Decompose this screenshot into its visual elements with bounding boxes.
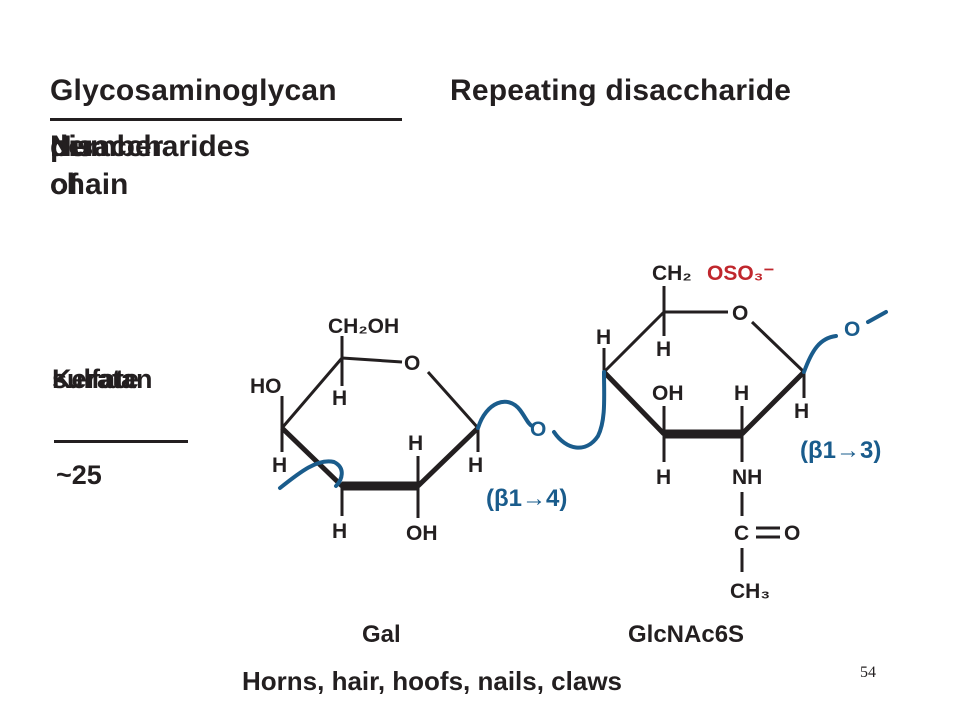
bridge-oxygen: O <box>530 418 546 441</box>
subhead-line: Number of <box>50 130 164 201</box>
glcnac-ring-oxygen: O <box>732 302 748 325</box>
entry-name-line: Keratan <box>52 364 153 394</box>
glcnac-carbonyl-c: C <box>734 522 749 545</box>
glcnac-oso3: OSO₃⁻ <box>707 262 774 285</box>
glcnac-h-c4-bottom: H <box>656 466 671 489</box>
glcnac-h-c4-top: H <box>596 326 611 349</box>
glcnac-ch2: CH₂ <box>652 262 692 285</box>
page-number: 54 <box>860 664 876 681</box>
glcnac-name: GlcNAc6S <box>628 621 744 648</box>
header-rule <box>50 118 402 121</box>
gal-h-c2: H <box>332 520 347 543</box>
glcnac-h-c5: H <box>656 338 671 361</box>
gal-ring-oxygen: O <box>404 352 420 375</box>
glcnac-ring <box>602 286 806 572</box>
glcnac-h-c1: H <box>794 400 809 423</box>
linkage-beta-1-4: (β1→4) <box>486 485 567 512</box>
header-repeating-disaccharide: Repeating disaccharide <box>450 74 792 107</box>
subhead-line: per chain <box>50 130 129 201</box>
glcnac-h-c2: H <box>734 382 749 405</box>
gal-ho: HO <box>250 375 282 398</box>
gal-name: Gal <box>362 621 401 648</box>
header-glycosaminoglycan: Glycosaminoglycan <box>50 74 337 107</box>
glcnac-ch3: CH₃ <box>730 580 770 603</box>
gal-ring <box>280 336 480 518</box>
gal-ch2oh: CH₂OH <box>328 315 399 338</box>
glycosidic-bonds <box>278 310 888 490</box>
glcnac-carbonyl-o: O <box>784 522 800 545</box>
entry-rule <box>54 440 188 443</box>
caption: Horns, hair, hoofs, nails, claws <box>242 666 622 696</box>
gal-oh-c2: OH <box>406 522 438 545</box>
subhead-line: disaccharides <box>50 130 251 163</box>
gal-h-c4-up: H <box>332 387 347 410</box>
linkage-beta-1-3: (β1→3) <box>800 437 881 464</box>
entry-count: ~25 <box>56 460 102 490</box>
gal-h-c4-down: H <box>272 454 287 477</box>
gal-h-c3: H <box>408 432 423 455</box>
glcnac-nh: NH <box>732 466 762 489</box>
entry-name-line: sulfate <box>52 364 140 394</box>
glcnac-oh-c3: OH <box>652 382 684 405</box>
gal-h-c1: H <box>468 454 483 477</box>
end-oxygen: O <box>844 318 860 341</box>
